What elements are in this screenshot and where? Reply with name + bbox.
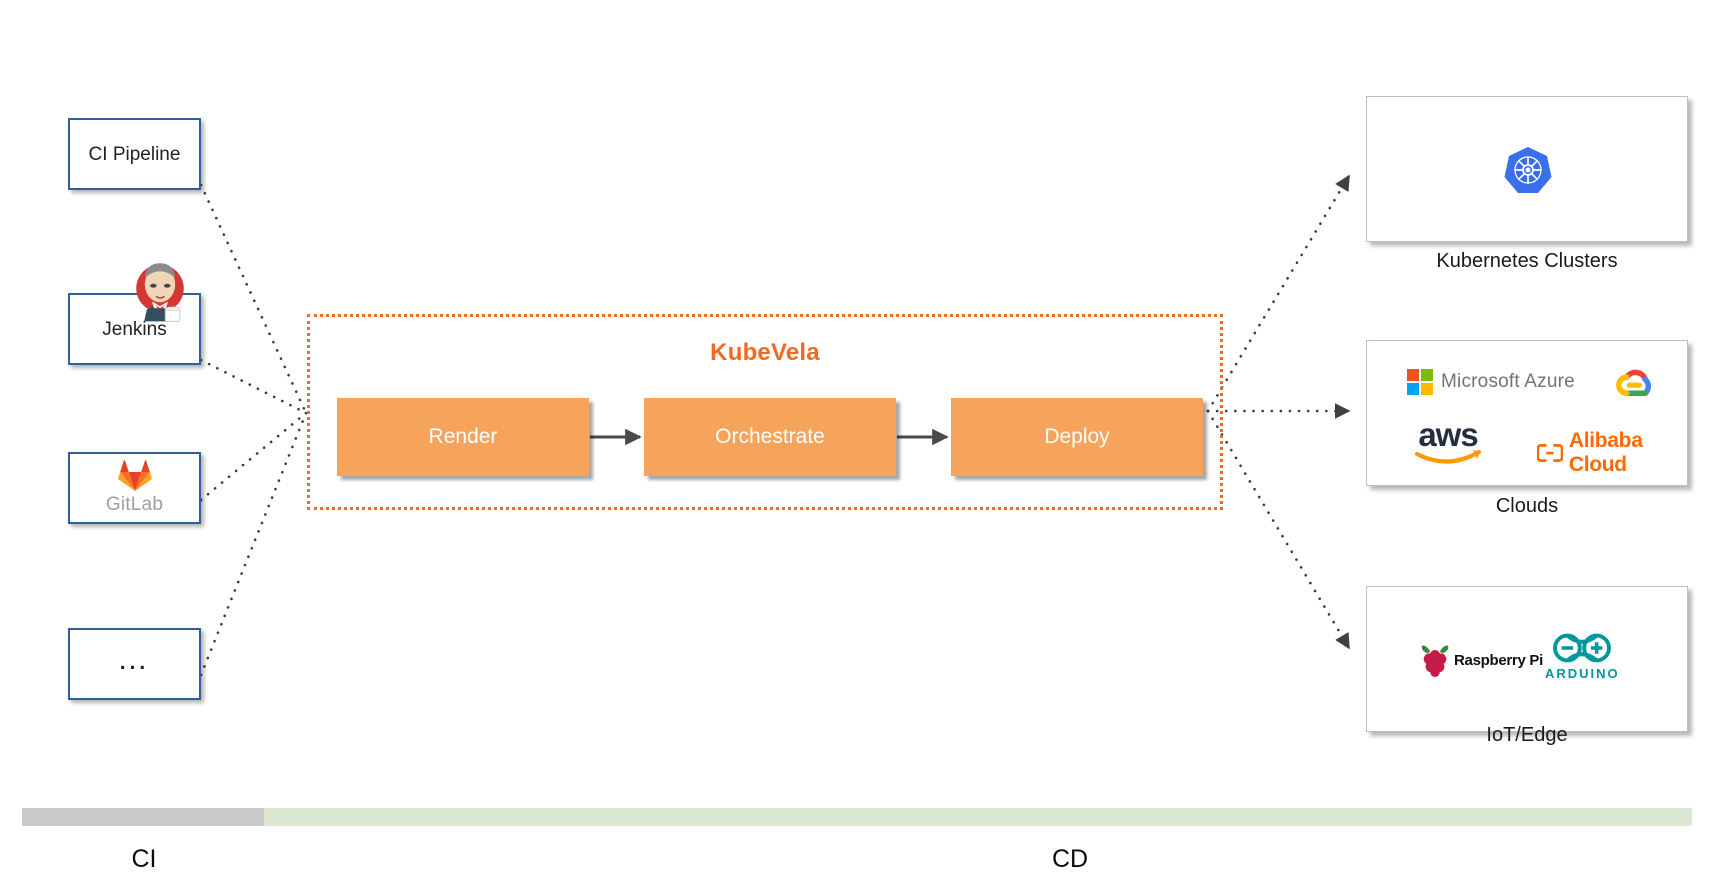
stage-label-render: Render (428, 425, 498, 448)
target-label-kubernetes-clusters: Kubernetes Clusters (1436, 250, 1618, 272)
connector-jenkins (199, 358, 308, 415)
stage-label-orchestrate: Orchestrate (715, 425, 825, 448)
raspberry-pi-icon (1421, 645, 1449, 677)
aws-label: aws (1418, 416, 1478, 453)
phase-bar-cd (264, 808, 1692, 826)
phase-label-cd: CD (1051, 845, 1089, 873)
stage-orchestrate[interactable]: Orchestrate (644, 398, 896, 476)
target-label-clouds: Clouds (1495, 495, 1559, 517)
target-box-kubernetes-clusters[interactable] (1366, 96, 1688, 242)
source-label-gitlab: GitLab (105, 494, 164, 515)
source-label-jenkins: Jenkins (102, 318, 167, 340)
microsoft-azure-logo: Microsoft Azure (1407, 369, 1575, 395)
alibaba-cloud-logo: Alibaba Cloud (1537, 429, 1687, 477)
source-label-ci-pipeline: CI Pipeline (88, 143, 181, 165)
connector-kubernetes (1206, 174, 1351, 413)
kubernetes-logo (1504, 147, 1552, 193)
source-box-more[interactable]: ... (68, 628, 201, 700)
source-label-more: ... (119, 650, 150, 674)
raspberry-pi-label: Raspberry Pi (1454, 651, 1543, 669)
arduino-label: ARDUINO (1545, 666, 1620, 681)
target-label-iot-edge: IoT/Edge (1486, 724, 1568, 746)
aws-smile-icon (1415, 449, 1481, 464)
aws-logo: aws (1415, 416, 1481, 465)
phase-bar-ci (22, 808, 264, 826)
alibaba-cloud-label: Alibaba Cloud (1568, 429, 1643, 476)
microsoft-azure-label: Microsoft Azure (1441, 371, 1575, 392)
stage-deploy[interactable]: Deploy (951, 398, 1203, 476)
target-box-clouds[interactable]: Microsoft Azure aws Alibaba Cloud (1366, 340, 1688, 486)
raspberry-pi-logo: Raspberry Pi (1419, 643, 1543, 677)
gitlab-fox-icon (117, 460, 152, 492)
target-box-iot-edge[interactable]: Raspberry Pi ARDUINO (1366, 586, 1688, 732)
source-box-gitlab[interactable]: GitLab (68, 452, 201, 524)
arduino-infinity-icon (1553, 633, 1612, 663)
kubevela-title: KubeVela (710, 339, 820, 366)
connector-gitlab (199, 411, 308, 502)
phase-label-ci: CI (131, 845, 157, 873)
connector-iot-edge (1206, 409, 1351, 650)
connector-more (199, 411, 308, 677)
target-connectors (1206, 174, 1351, 650)
stage-label-deploy: Deploy (1044, 425, 1110, 448)
connector-ci-pipeline (199, 183, 308, 415)
google-cloud-logo (1616, 369, 1651, 397)
microsoft-squares-icon (1407, 369, 1433, 395)
alibaba-bracket-icon (1537, 444, 1563, 462)
source-box-jenkins[interactable]: Jenkins (68, 293, 201, 365)
stage-render[interactable]: Render (337, 398, 589, 476)
source-connectors (199, 183, 308, 677)
source-box-ci-pipeline[interactable]: CI Pipeline (68, 118, 201, 190)
kubevela-container: KubeVela (307, 314, 1223, 510)
arduino-logo: ARDUINO (1545, 631, 1620, 681)
